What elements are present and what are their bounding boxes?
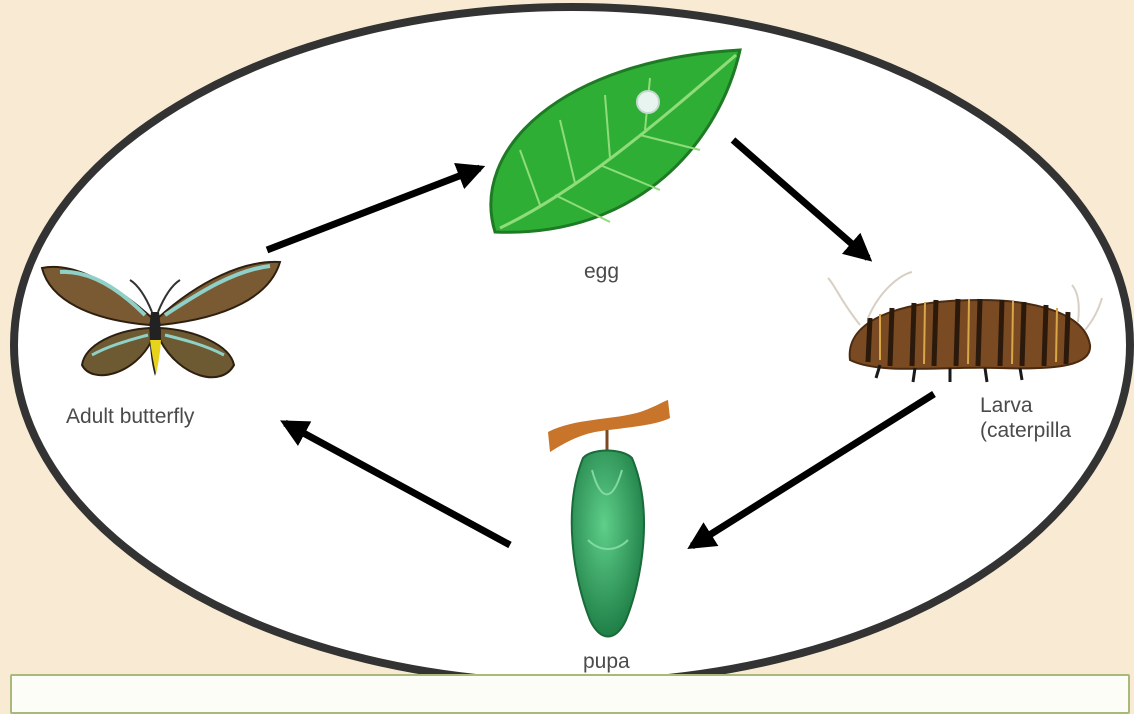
egg-icon [637,91,659,113]
adult-butterfly-label: Adult butterfly [66,404,194,429]
life-cycle-diagram [0,0,1134,691]
note-box [10,674,1130,714]
pupa-label: pupa [583,649,630,674]
larva-label: Larva (caterpilla [980,393,1071,443]
egg-label: egg [584,259,619,284]
